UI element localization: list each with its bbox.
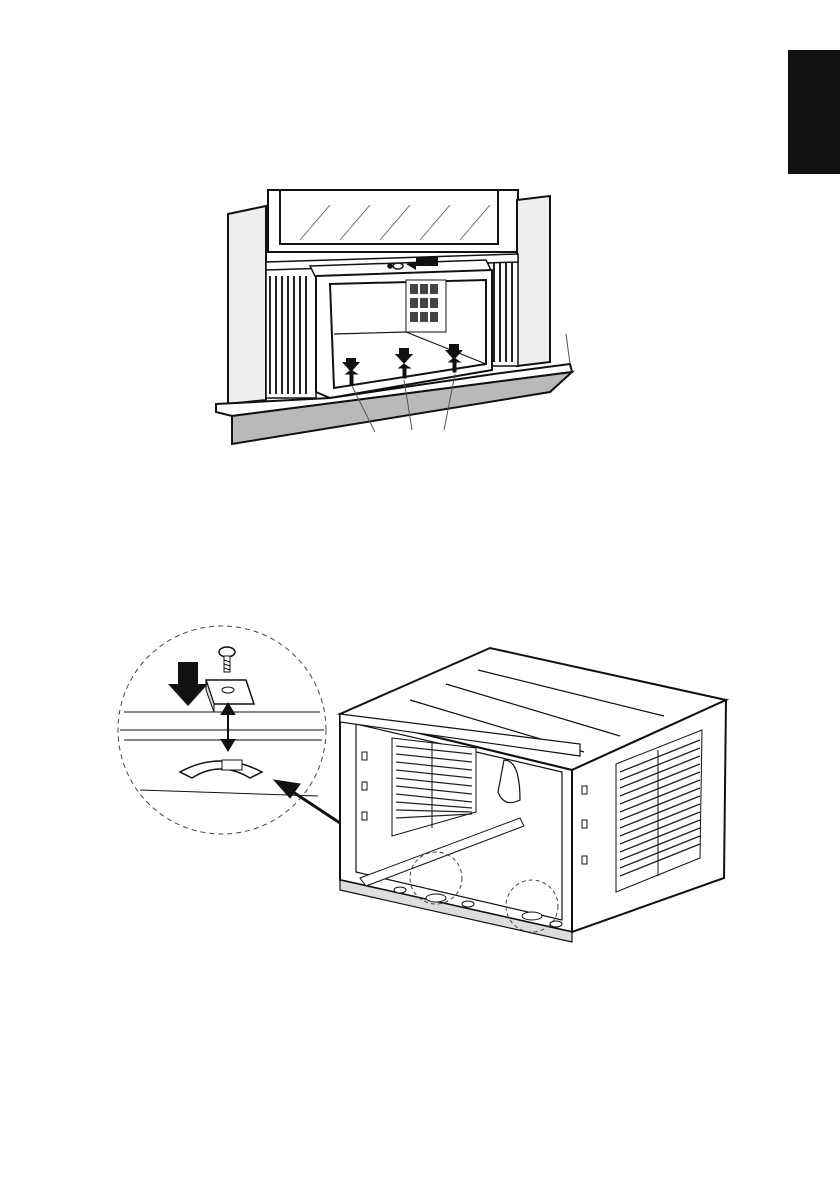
ac-chassis — [340, 648, 726, 942]
bracket-detail-circle — [118, 626, 326, 834]
